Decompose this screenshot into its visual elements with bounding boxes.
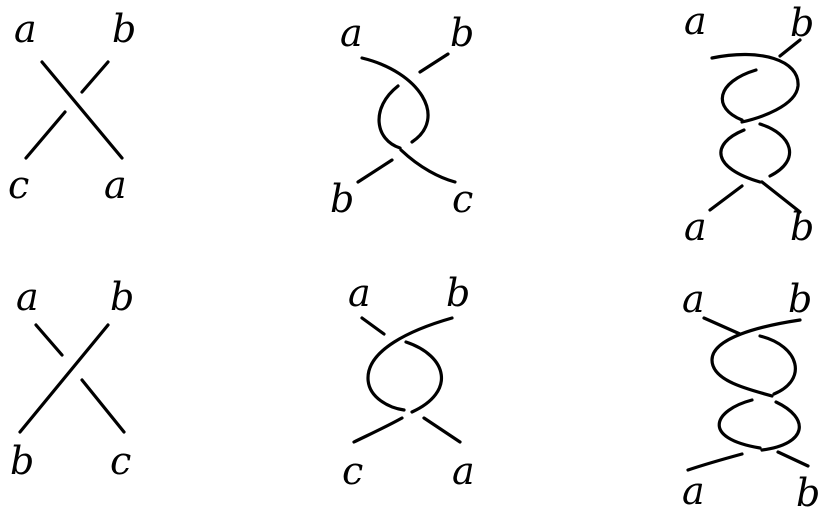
strand-1-lower <box>776 450 810 468</box>
strand-1 <box>710 318 802 398</box>
diagram-r2-c1: a b b c <box>10 275 134 483</box>
strand-over <box>40 60 124 160</box>
label-bottom-left: c <box>8 163 29 207</box>
label-top-right: b <box>450 11 474 55</box>
strand-2 <box>778 38 802 58</box>
strand-2-mid <box>377 84 402 150</box>
strand-1 <box>360 56 430 144</box>
strand-2-lower <box>352 416 404 444</box>
label-top-left: a <box>348 271 371 315</box>
strand-2 <box>360 316 386 336</box>
label-bottom-right: c <box>110 439 131 483</box>
label-top-left: a <box>340 11 363 55</box>
strand-2-lower <box>686 452 744 472</box>
strand-2-mid-b <box>760 400 801 452</box>
strand-2-mid-a <box>720 68 758 122</box>
strand-1-mid <box>717 398 762 450</box>
label-top-right: b <box>446 271 470 315</box>
strand-over <box>18 323 110 434</box>
strand-1-mid <box>758 122 792 178</box>
strand-2 <box>702 316 742 336</box>
label-bottom-left: a <box>682 469 705 513</box>
strand-2-lower <box>708 184 744 212</box>
strand-1-lower <box>422 416 462 444</box>
label-top-left: a <box>684 0 707 43</box>
strand-under-lower <box>80 378 126 434</box>
label-bottom-right: a <box>452 449 475 493</box>
label-bottom-left: c <box>342 449 363 493</box>
diagram-r2-c3: a b a b <box>682 277 820 513</box>
strand-under-upper <box>80 60 110 94</box>
strand-2-lower <box>356 158 394 184</box>
strand-1 <box>710 52 800 124</box>
label-top-left: a <box>14 7 37 51</box>
label-bottom-left: b <box>10 439 34 483</box>
strand-under-lower <box>24 110 67 160</box>
label-top-right: b <box>112 7 136 51</box>
label-top-right: b <box>788 277 812 321</box>
label-top-left: a <box>682 277 705 321</box>
strand-2-mid-a <box>758 334 797 396</box>
label-top-right: b <box>790 1 814 45</box>
label-bottom-left: b <box>330 177 354 221</box>
strand-2-mid <box>404 340 443 414</box>
label-bottom-right: c <box>452 177 473 221</box>
strand-1 <box>366 316 454 412</box>
diagram-r1-c3: a b a b <box>684 0 814 249</box>
label-top-right: b <box>110 275 134 319</box>
strand-2-mid-b <box>719 128 762 184</box>
label-top-left: a <box>16 275 39 319</box>
label-bottom-right: a <box>104 163 127 207</box>
strand-under-upper <box>34 323 64 357</box>
label-bottom-right: b <box>796 471 820 513</box>
strand-1-lower <box>760 180 802 214</box>
strand-2 <box>418 52 450 74</box>
diagram-r1-c1: a b c a <box>8 7 136 207</box>
strand-1-lower <box>399 148 457 184</box>
diagram-r2-c2: a b c a <box>342 271 475 493</box>
label-bottom-left: a <box>684 205 707 249</box>
diagram-r1-c2: a b b c <box>330 11 474 221</box>
label-bottom-right: b <box>790 205 814 249</box>
